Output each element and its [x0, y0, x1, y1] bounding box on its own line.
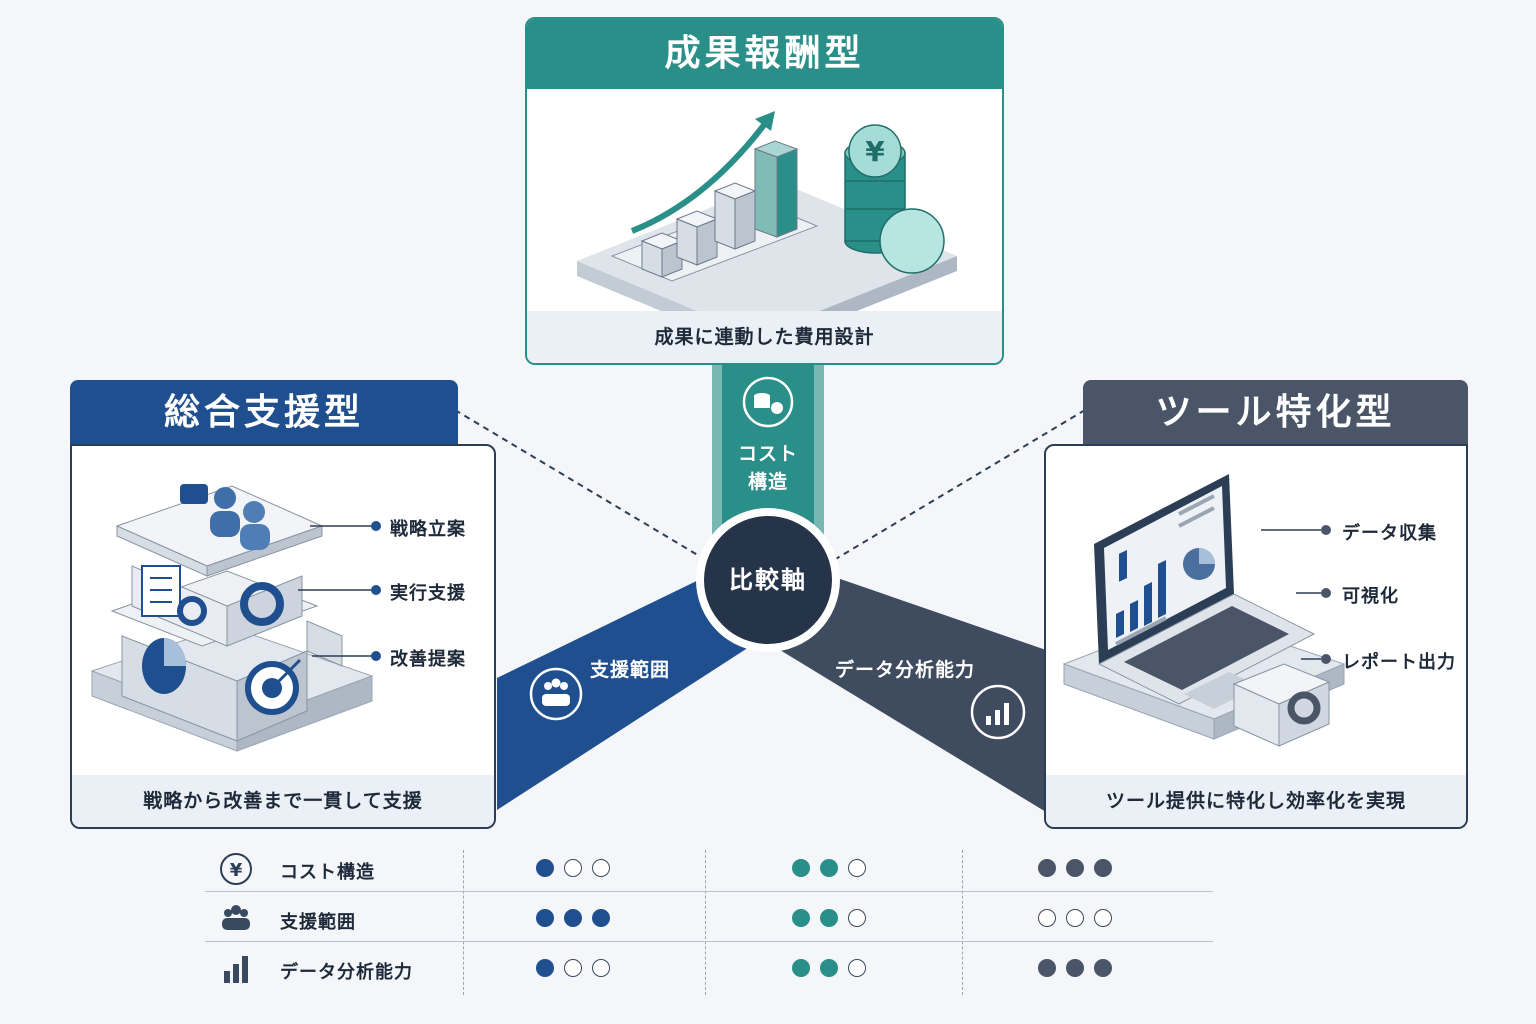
table-divider — [962, 850, 963, 995]
laptop-dashboard-icon — [1062, 474, 1346, 747]
card-caption-comprehensive: 戦略から改善まで一貫して支援 — [72, 775, 494, 827]
feature-data-collection: データ収集 — [1342, 523, 1437, 544]
feature-report-output: レポート出力 — [1342, 652, 1456, 673]
table-divider — [705, 850, 706, 995]
score-dot-filled — [1038, 859, 1056, 877]
score-dots — [1038, 959, 1112, 977]
score-dot-empty — [848, 859, 866, 877]
band-top-label-line1: コスト — [737, 443, 798, 465]
score-dot-filled — [536, 959, 554, 977]
connector-right — [823, 409, 1086, 567]
score-dot-empty — [848, 909, 866, 927]
band-top-label-line2: 構造 — [747, 471, 788, 493]
band-left-label: 支援範囲 — [590, 659, 671, 681]
feature-visualization: 可視化 — [1342, 586, 1399, 607]
score-dots — [792, 959, 866, 977]
score-dot-filled — [820, 959, 838, 977]
card-caption-tool-specialized: ツール提供に特化し効率化を実現 — [1046, 775, 1466, 827]
score-dot-filled — [792, 959, 810, 977]
score-dot-filled — [1094, 859, 1112, 877]
table-row-line — [205, 941, 1213, 942]
card-title-outcome-based: 成果報酬型 — [527, 19, 1002, 89]
score-dots — [792, 909, 866, 927]
comparison-table: ¥ コスト構造支援範囲データ分析能力 — [200, 845, 1215, 995]
score-dots — [792, 859, 866, 877]
band-right-label: データ分析能力 — [835, 659, 976, 681]
score-dots — [1038, 909, 1112, 927]
score-dot-filled — [1066, 859, 1084, 877]
card-title-comprehensive: 総合支援型 — [70, 380, 458, 446]
score-dot-filled — [592, 909, 610, 927]
card-comprehensive: 戦略立案 実行支援 改善提案 戦略から改善まで一貫して支援 — [70, 444, 496, 829]
score-dot-empty — [564, 959, 582, 977]
yen-icon: ¥ — [218, 851, 254, 887]
feature-strategy-planning: 戦略立案 — [390, 519, 466, 540]
growth-chart-icon: ¥ — [577, 111, 957, 321]
score-dots — [536, 959, 610, 977]
center-hub-label: 比較軸 — [729, 566, 807, 594]
score-dot-empty — [592, 959, 610, 977]
band-left — [497, 572, 760, 810]
band-top-label: コスト 構造 — [712, 440, 824, 496]
score-dot-empty — [592, 859, 610, 877]
feature-improvement-proposal: 改善提案 — [390, 649, 466, 670]
score-dot-empty — [848, 959, 866, 977]
card-title-tool-specialized: ツール特化型 — [1083, 380, 1468, 446]
svg-text:¥: ¥ — [230, 860, 243, 881]
score-dot-filled — [1038, 959, 1056, 977]
table-divider — [463, 850, 464, 995]
score-dot-empty — [1066, 909, 1084, 927]
score-dot-filled — [820, 909, 838, 927]
score-dot-filled — [536, 909, 554, 927]
feature-execution-support: 実行支援 — [390, 583, 466, 604]
score-dot-filled — [820, 859, 838, 877]
score-dot-filled — [564, 909, 582, 927]
connector-left — [454, 409, 717, 567]
feature-leaders-right — [1261, 525, 1331, 664]
svg-text:¥: ¥ — [865, 135, 885, 168]
table-row-label: 支援範囲 — [280, 912, 356, 933]
score-dot-filled — [792, 909, 810, 927]
score-dots — [536, 909, 610, 927]
score-dot-filled — [1066, 959, 1084, 977]
table-row-label: コスト構造 — [280, 862, 375, 883]
card-caption-outcome-based: 成果に連動した費用設計 — [527, 311, 1002, 363]
building-stack-icon — [90, 484, 374, 752]
score-dots — [536, 859, 610, 877]
card-tool-specialized: データ収集 可視化 レポート出力 ツール提供に特化し効率化を実現 — [1044, 444, 1468, 829]
card-outcome-based: 成果報酬型 — [525, 17, 1004, 365]
score-dot-empty — [564, 859, 582, 877]
people-icon — [218, 901, 254, 937]
score-dots — [1038, 859, 1112, 877]
score-dot-filled — [536, 859, 554, 877]
feature-leaders-left — [298, 521, 381, 661]
score-dot-empty — [1094, 909, 1112, 927]
band-right — [780, 572, 1046, 812]
score-dot-empty — [1038, 909, 1056, 927]
score-dot-filled — [792, 859, 810, 877]
score-dot-filled — [1094, 959, 1112, 977]
bar-chart-icon — [218, 951, 254, 987]
table-row-line — [205, 891, 1213, 892]
table-row-label: データ分析能力 — [280, 962, 413, 983]
